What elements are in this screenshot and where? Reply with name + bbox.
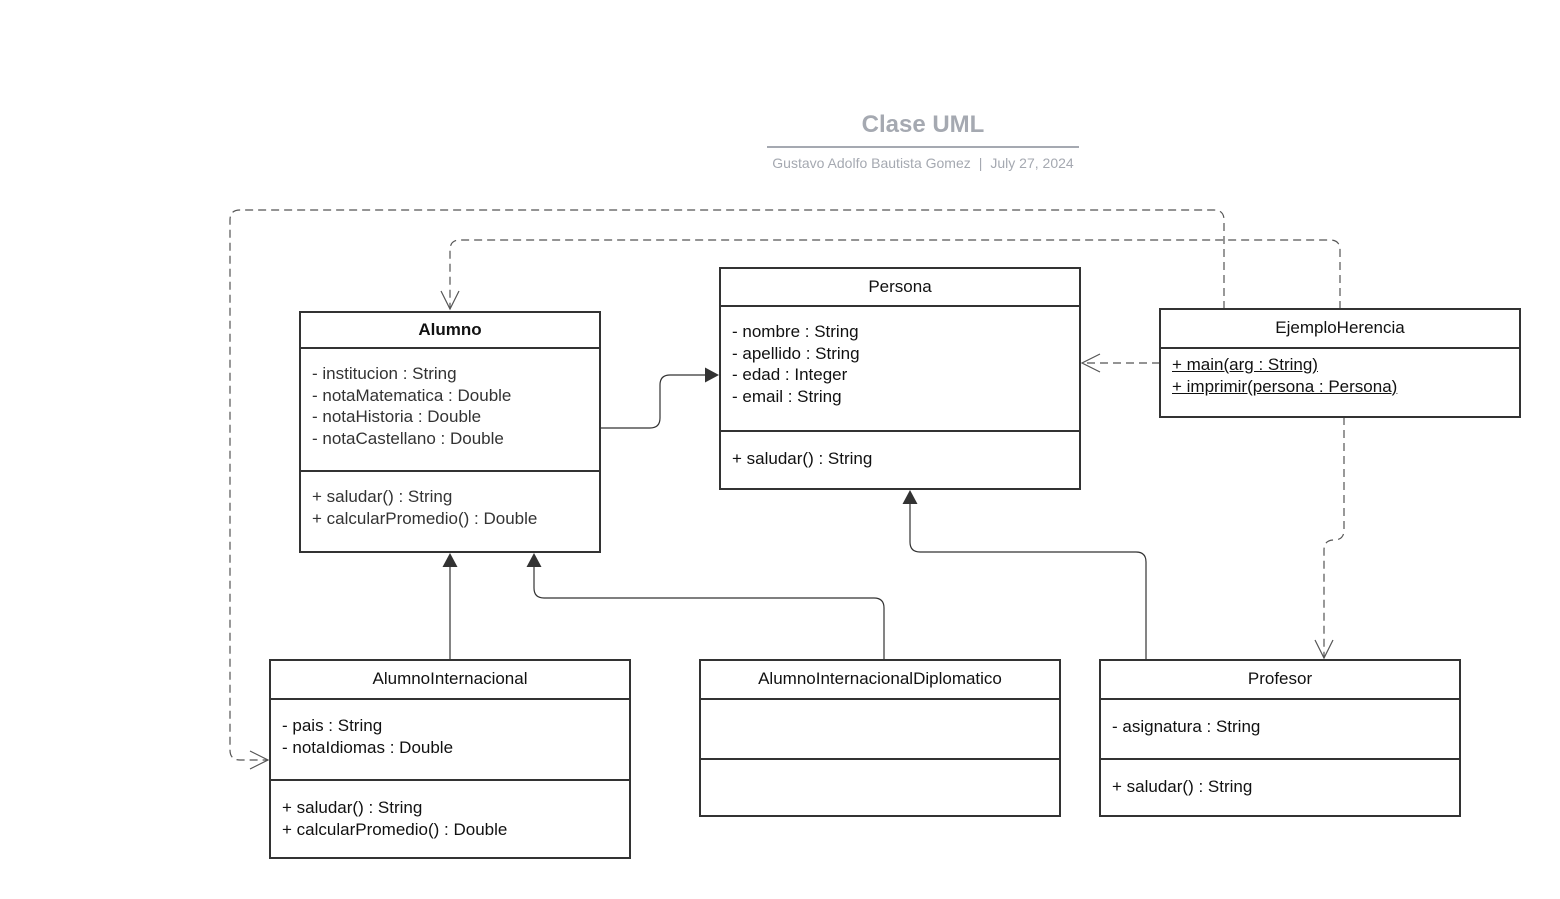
attribute: - notaMatematica : Double [312,385,512,405]
static-method: + main(arg : String) [1172,355,1318,374]
open-arrowhead-ejemplo-alumno [440,290,460,311]
class-profesor-attributes: - asignatura : String [1101,700,1459,760]
class-alumno-name: Alumno [301,313,599,349]
class-profesor[interactable]: Profesor - asignatura : String + saludar… [1099,659,1461,817]
static-method: + imprimir(persona : Persona) [1172,376,1398,396]
diagram-date: July 27, 2024 [990,155,1074,171]
arrowhead-profesor-persona [902,490,918,504]
dependency-ejemplo-profesor [1323,417,1345,658]
arrowhead-diplomatico-alumno [526,553,542,567]
method: + saludar() : String [732,449,873,468]
class-alumnointernacional-methods: + saludar() : String + calcularPromedio(… [271,781,629,840]
class-profesor-name: Profesor [1101,661,1459,700]
class-alumnointernacionaldiplomatico-attributes [701,700,1059,760]
method: + calcularPromedio() : Double [312,508,538,528]
title-underline [767,146,1079,148]
class-persona[interactable]: Persona - nombre : String - apellido : S… [719,267,1081,490]
attribute: - notaHistoria : Double [312,407,482,426]
class-alumno-methods: + saludar() : String + calcularPromedio(… [301,472,599,529]
method: + calcularPromedio() : Double [282,819,508,839]
diagram-header: Clase UML Gustavo Adolfo Bautista Gomez |… [745,108,1101,172]
open-arrowhead-ejemplo-persona [1080,353,1101,373]
diagram-title: Clase UML [861,111,985,138]
class-alumnointernacionaldiplomatico-name: AlumnoInternacionalDiplomatico [701,661,1059,700]
method: + saludar() : String [312,487,453,506]
arrowhead-alumno-persona [705,367,719,383]
method: + saludar() : String [282,798,423,817]
class-alumnointernacional[interactable]: AlumnoInternacional - pais : String - no… [269,659,631,859]
class-persona-attributes: - nombre : String - apellido : String - … [721,307,1079,432]
open-arrowhead-ejemplo-profesor [1314,639,1334,660]
class-alumnointernacionaldiplomatico-methods [701,760,1059,774]
diagram-meta: Gustavo Adolfo Bautista Gomez | July 27, 2… [745,154,1101,172]
arrowhead-alumnointernacional-alumno [442,553,458,567]
diagram-author: Gustavo Adolfo Bautista Gomez [772,155,971,171]
attribute: - nombre : String [732,322,859,341]
generalization-profesor-persona [909,504,1147,660]
attribute: - asignatura : String [1112,717,1261,736]
generalization-diplomatico-alumno [533,566,885,660]
class-alumno[interactable]: Alumno - institucion : String - notaMate… [299,311,601,553]
attribute: - edad : Integer [732,365,848,384]
open-arrowhead-ejemplo-alumnointernacional [249,750,270,770]
attribute: - apellido : String [732,343,860,363]
class-persona-name: Persona [721,269,1079,307]
attribute: - institucion : String [312,364,457,383]
attribute: - notaCastellano : Double [312,428,504,448]
class-alumnointernacional-attributes: - pais : String - notaIdiomas : Double [271,700,629,781]
class-alumnointernacional-name: AlumnoInternacional [271,661,629,700]
class-alumno-attributes: - institucion : String - notaMatematica … [301,349,599,472]
class-alumnointernacionaldiplomatico[interactable]: AlumnoInternacionalDiplomatico [699,659,1061,817]
attribute: - email : String [732,386,842,406]
attribute: - pais : String [282,716,383,735]
class-persona-methods: + saludar() : String [721,432,1079,470]
class-profesor-methods: + saludar() : String [1101,760,1459,798]
attribute: - notaIdiomas : Double [282,737,454,757]
method: + saludar() : String [1112,777,1253,796]
class-ejemploherencia-methods: + main(arg : String) + imprimir(persona … [1161,349,1519,397]
generalization-alumno-persona [600,374,706,429]
class-ejemploherencia[interactable]: EjemploHerencia + main(arg : String) + i… [1159,308,1521,418]
meta-separator: | [978,155,983,171]
class-ejemploherencia-name: EjemploHerencia [1161,310,1519,349]
